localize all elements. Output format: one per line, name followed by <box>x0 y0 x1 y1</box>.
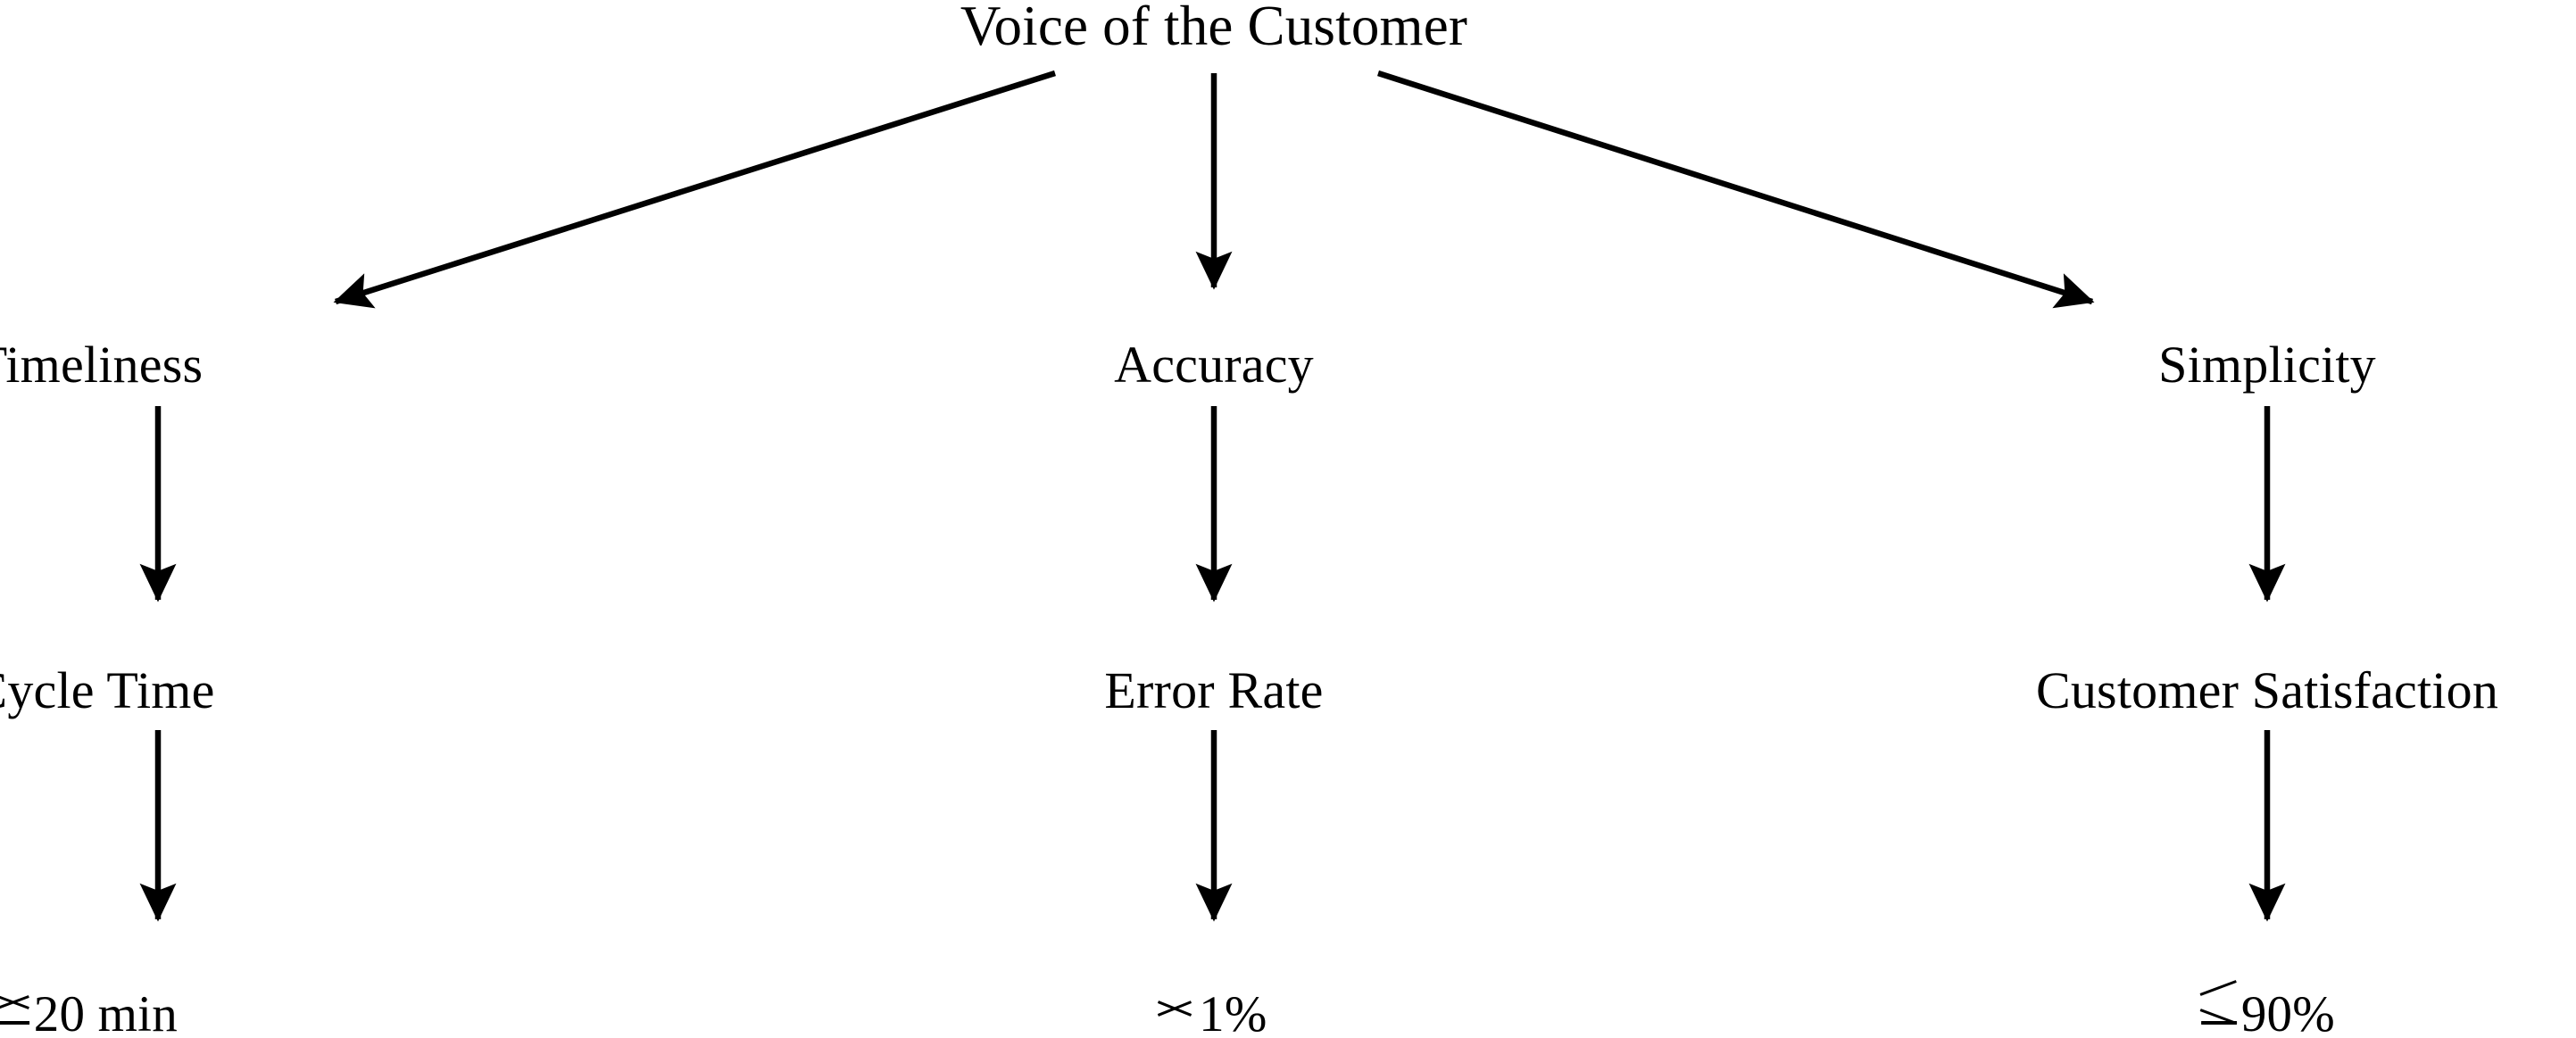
node-voice-of-the-customer: Voice of the Customer <box>960 0 1468 57</box>
less-than-or-equal-icon <box>0 980 32 1031</box>
node-simplicity: Simplicity <box>2158 336 2376 394</box>
node-customer-satisfaction: Customer Satisfaction <box>2035 661 2499 719</box>
node-target-customer-satisfaction: 90% <box>2199 980 2335 1038</box>
node-error-rate: Error Rate <box>1104 661 1324 719</box>
target-error-rate-value: 1% <box>1199 986 1267 1038</box>
less-than-icon <box>1157 980 1193 1031</box>
edge-root-to-timeliness <box>333 70 1056 309</box>
target-cycle-time-value: 20 min <box>33 986 178 1038</box>
greater-than-or-equal-icon <box>2199 980 2239 1031</box>
target-customer-satisfaction-value: 90% <box>2240 986 2335 1038</box>
node-timeliness: Timeliness <box>0 336 204 394</box>
node-target-cycle-time: 20 min <box>0 980 178 1038</box>
node-accuracy: Accuracy <box>1114 336 1314 394</box>
node-target-error-rate: 1% <box>1157 980 1267 1038</box>
node-cycle-time: Cycle Time <box>0 661 215 719</box>
edge-root-to-simplicity <box>1377 70 2095 309</box>
